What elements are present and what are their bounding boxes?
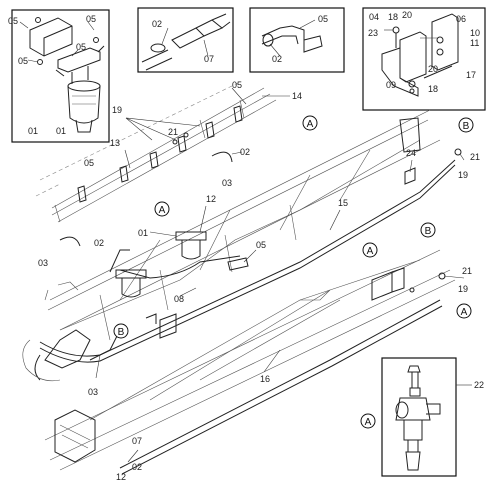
callout-05: 05	[232, 80, 242, 90]
callout-09: 09	[386, 80, 396, 90]
callout-10: 10	[470, 28, 480, 38]
ref-b-label: B	[463, 121, 470, 132]
callout-02: 02	[272, 54, 282, 64]
callout-05: 05	[76, 42, 86, 52]
ref-circle-a-1: A	[302, 115, 318, 131]
callout-01: 01	[28, 126, 38, 136]
callout-05: 05	[86, 14, 96, 24]
callout-13: 13	[110, 138, 120, 148]
callout-15: 15	[338, 198, 348, 208]
callout-19: 19	[112, 105, 122, 115]
callout-02: 02	[132, 462, 142, 472]
callout-07: 07	[204, 54, 214, 64]
valve-assembly-drawing	[395, 365, 441, 471]
leader-lines	[19, 19, 472, 463]
callout-18: 18	[388, 12, 398, 22]
callout-01: 01	[56, 126, 66, 136]
inset-bracket-box	[362, 7, 486, 111]
callout-19: 19	[458, 284, 468, 294]
callout-22: 22	[474, 380, 484, 390]
ref-a-label: A	[307, 119, 314, 130]
ref-circle-a-4: A	[456, 303, 472, 319]
callout-04: 04	[369, 12, 379, 22]
callout-17: 17	[466, 70, 476, 80]
callout-05: 05	[18, 56, 28, 66]
callout-01: 01	[138, 228, 148, 238]
inset-fitting-box	[137, 7, 234, 73]
elbow-fitting-drawing	[261, 25, 323, 53]
ref-circle-a-2: A	[154, 201, 170, 217]
callout-07: 07	[132, 436, 142, 446]
callout-24: 24	[406, 148, 416, 158]
callout-03: 03	[88, 387, 98, 397]
callout-02: 02	[152, 19, 162, 29]
ref-a-label: A	[159, 205, 166, 216]
inset-valve-box	[381, 357, 457, 477]
callout-08: 08	[174, 294, 184, 304]
callout-05: 05	[256, 240, 266, 250]
callout-23: 23	[368, 28, 378, 38]
upper-boom-section	[35, 81, 277, 223]
ref-circle-a-3: A	[362, 242, 378, 258]
callout-16: 16	[260, 374, 270, 384]
callout-03: 03	[38, 258, 48, 268]
callout-20: 20	[428, 64, 438, 74]
callout-05: 05	[84, 158, 94, 168]
callout-05: 05	[8, 16, 18, 26]
callout-02: 02	[240, 147, 250, 157]
callout-12: 12	[116, 472, 126, 482]
callout-06: 06	[456, 14, 466, 24]
callout-21: 21	[168, 127, 178, 137]
ref-a-label: A	[367, 246, 374, 257]
mounting-bracket-drawing	[381, 13, 459, 97]
callout-05: 05	[318, 14, 328, 24]
callout-19: 19	[458, 170, 468, 180]
ref-a-label: A	[365, 417, 372, 428]
ref-circle-b-1: B	[458, 117, 474, 133]
callout-21: 21	[470, 152, 480, 162]
straight-fitting-drawing	[141, 13, 231, 71]
ref-b-label: B	[425, 226, 432, 237]
right-brackets	[145, 148, 462, 339]
callout-12: 12	[206, 194, 216, 204]
ref-b-label: B	[118, 327, 125, 338]
callout-21: 21	[462, 266, 472, 276]
inset-filter-box	[11, 9, 110, 143]
ref-circle-a-5: A	[360, 413, 376, 429]
ref-circle-b-3: B	[113, 323, 129, 339]
callout-02: 02	[94, 238, 104, 248]
callout-20: 20	[402, 10, 412, 20]
callout-18: 18	[428, 84, 438, 94]
callout-14: 14	[292, 91, 302, 101]
callout-11: 11	[470, 38, 479, 48]
mid-filters	[115, 231, 249, 298]
ref-a-label: A	[461, 307, 468, 318]
filter-assembly-drawing	[29, 17, 105, 133]
ref-circle-b-2: B	[420, 222, 436, 238]
hose-lines	[39, 151, 456, 475]
callout-03: 03	[222, 178, 232, 188]
